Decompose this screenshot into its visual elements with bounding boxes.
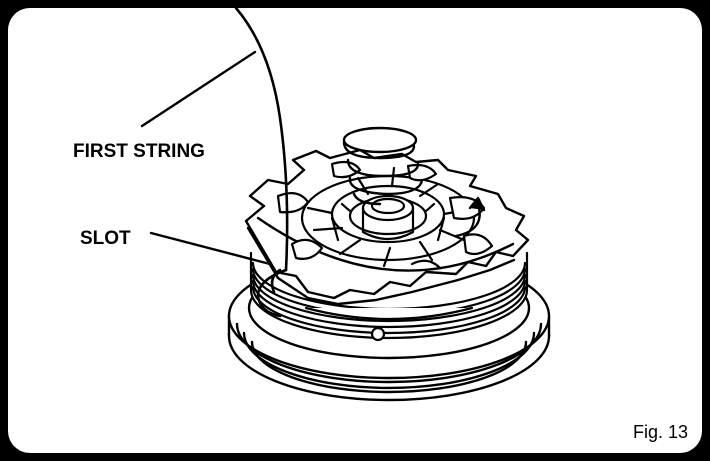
first-string-label: FIRST STRING	[73, 141, 205, 162]
first-string	[234, 8, 289, 318]
first-string-leader	[140, 50, 257, 128]
direction-arrow	[454, 196, 486, 238]
spring	[342, 126, 424, 206]
trimmer-spool-illustration	[140, 8, 551, 402]
figure-frame: FIRST STRING SLOT Fig. 13	[8, 8, 702, 453]
leader-lines	[140, 50, 272, 266]
figure-caption: Fig. 13	[632, 422, 688, 442]
slot-label: SLOT	[80, 228, 131, 249]
slot-leader	[149, 231, 272, 266]
spool-hub	[276, 160, 494, 270]
